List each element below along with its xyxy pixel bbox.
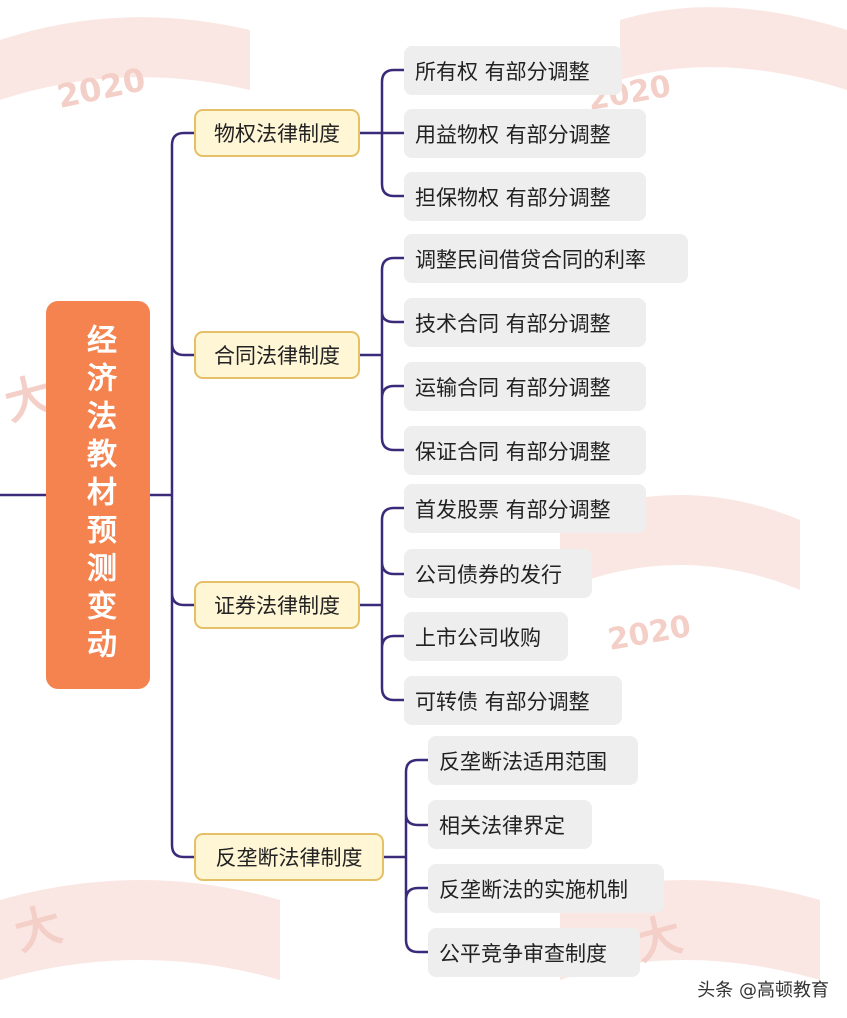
leaf-label: 相关法律界定 <box>439 810 565 840</box>
branch-1-connector <box>360 70 404 196</box>
branch-label: 物权法律制度 <box>214 118 340 148</box>
leaf-convertible-bond[interactable]: 可转债 有部分调整 <box>404 676 622 725</box>
leaf-label: 公司债券的发行 <box>415 559 562 589</box>
leaf-label: 可转债 有部分调整 <box>415 686 590 716</box>
branch-label: 证券法律制度 <box>214 590 340 620</box>
leaf-guarantee-contract[interactable]: 保证合同 有部分调整 <box>404 426 646 475</box>
root-connector <box>150 133 194 857</box>
leaf-label: 所有权 有部分调整 <box>415 56 590 86</box>
leaf-ownership[interactable]: 所有权 有部分调整 <box>404 46 622 95</box>
branch-property-law[interactable]: 物权法律制度 <box>194 109 360 157</box>
branch-label: 反垄断法律制度 <box>216 842 363 872</box>
root-node[interactable]: 经济法教材预测变动 <box>46 301 150 689</box>
branch-3-connector <box>360 508 404 700</box>
leaf-relevant-law-definition[interactable]: 相关法律界定 <box>428 800 592 849</box>
leaf-label: 首发股票 有部分调整 <box>415 494 611 524</box>
branch-4-connector <box>384 760 428 952</box>
source-credit: 头条 @高顿教育 <box>697 976 829 1002</box>
leaf-label: 运输合同 有部分调整 <box>415 372 611 402</box>
leaf-security-rights[interactable]: 担保物权 有部分调整 <box>404 172 646 221</box>
leaf-label: 调整民间借贷合同的利率 <box>415 244 646 274</box>
leaf-fair-competition-review[interactable]: 公平竞争审查制度 <box>428 928 640 977</box>
leaf-antimonopoly-scope[interactable]: 反垄断法适用范围 <box>428 736 638 785</box>
leaf-ipo-stock[interactable]: 首发股票 有部分调整 <box>404 484 646 533</box>
leaf-label: 技术合同 有部分调整 <box>415 308 611 338</box>
leaf-label: 担保物权 有部分调整 <box>415 182 611 212</box>
leaf-label: 反垄断法的实施机制 <box>439 874 628 904</box>
leaf-label: 公平竞争审查制度 <box>439 938 607 968</box>
leaf-listed-company-acquisition[interactable]: 上市公司收购 <box>404 612 568 661</box>
leaf-label: 上市公司收购 <box>415 622 541 652</box>
branch-antimonopoly-law[interactable]: 反垄断法律制度 <box>194 833 384 881</box>
leaf-label: 反垄断法适用范围 <box>439 746 607 776</box>
leaf-enforcement-mechanism[interactable]: 反垄断法的实施机制 <box>428 864 664 913</box>
branch-securities-law[interactable]: 证券法律制度 <box>194 581 360 629</box>
leaf-usufruct[interactable]: 用益物权 有部分调整 <box>404 109 646 158</box>
root-title: 经济法教材预测变动 <box>76 324 120 666</box>
branch-contract-law[interactable]: 合同法律制度 <box>194 331 360 379</box>
branch-label: 合同法律制度 <box>214 340 340 370</box>
leaf-label: 用益物权 有部分调整 <box>415 119 611 149</box>
leaf-corporate-bond-issuance[interactable]: 公司债券的发行 <box>404 549 592 598</box>
branch-2-connector <box>360 258 404 450</box>
leaf-transport-contract[interactable]: 运输合同 有部分调整 <box>404 362 646 411</box>
leaf-technology-contract[interactable]: 技术合同 有部分调整 <box>404 298 646 347</box>
leaf-private-lending-rate[interactable]: 调整民间借贷合同的利率 <box>404 234 688 283</box>
leaf-label: 保证合同 有部分调整 <box>415 436 611 466</box>
